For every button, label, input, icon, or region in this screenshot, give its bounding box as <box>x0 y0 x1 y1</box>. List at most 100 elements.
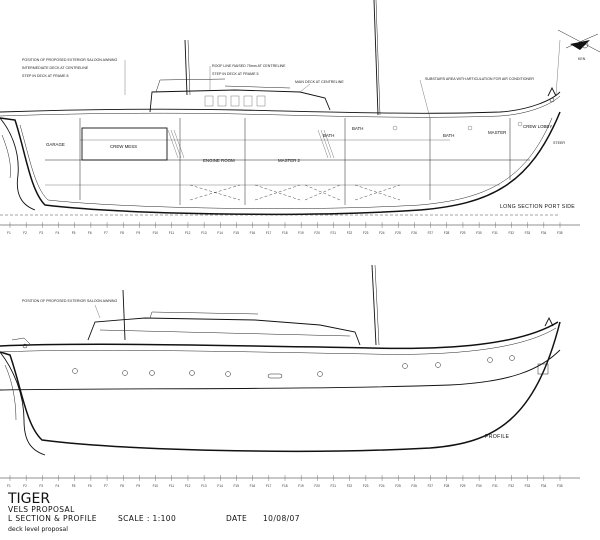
frame-label: F6 <box>88 231 92 235</box>
compass-label: KEN <box>578 57 586 61</box>
profile-note-awning: POSITION OF PROPOSED EXTERIOR SALOON AWN… <box>22 299 118 303</box>
frame-label: F14 <box>217 484 223 488</box>
frame-label: F15 <box>233 484 239 488</box>
section-notes: POSITION OF PROPOSED EXTERIOR SALOON AWN… <box>22 58 534 119</box>
frame-label: F8 <box>120 484 124 488</box>
frame-label: F13 <box>201 484 207 488</box>
main-mast <box>373 0 379 116</box>
date-label: DATE <box>226 514 247 523</box>
frame-label: F28 <box>444 484 450 488</box>
frame-label: F35 <box>557 484 563 488</box>
frame-label: F20 <box>314 484 320 488</box>
frame-label: F17 <box>266 231 272 235</box>
frame-label: F7 <box>104 231 108 235</box>
date-value: 10/08/07 <box>263 514 300 523</box>
frame-label: F17 <box>266 484 272 488</box>
note-awning: POSITION OF PROPOSED EXTERIOR SALOON AWN… <box>22 58 118 62</box>
note-roof-line: ROOF LINE RAISED 75mm AT CENTRELINE <box>212 64 286 68</box>
frame-label: F33 <box>525 484 531 488</box>
vessel-name: TIGER <box>7 491 50 507</box>
room-bath-1: BATH <box>323 133 334 138</box>
frame-label: F31 <box>492 484 498 488</box>
frame-label: F4 <box>56 231 60 235</box>
frame-label: F3 <box>39 231 43 235</box>
frame-label: F11 <box>169 231 174 235</box>
room-engine-room: ENGINE ROOM <box>203 158 235 163</box>
frame-label: F29 <box>460 231 466 235</box>
frame-label: F28 <box>444 231 450 235</box>
frame-label: F15 <box>233 231 239 235</box>
frame-label: F34 <box>541 231 547 235</box>
frame-label: F2 <box>23 484 27 488</box>
frame-label: F25 <box>395 484 401 488</box>
frame-label: F13 <box>201 231 207 235</box>
frame-label: F18 <box>282 484 288 488</box>
note-main-deck: MAIN DECK AT CENTRELINE <box>295 80 344 84</box>
frame-label: F23 <box>363 484 369 488</box>
frame-label: F14 <box>217 231 223 235</box>
frame-label: F29 <box>460 484 466 488</box>
scale-label: SCALE : 1:100 <box>118 514 176 523</box>
profile-view: POSITION OF PROPOSED EXTERIOR SALOON AWN… <box>0 264 580 488</box>
frame-label: F10 <box>153 231 159 235</box>
room-steer: STEER <box>553 141 565 145</box>
frame-label: F5 <box>72 484 76 488</box>
frame-label: F25 <box>395 231 401 235</box>
frame-label: F35 <box>557 231 563 235</box>
note-step-frame-5: STEP IN DECK AT FRAME 5 <box>212 72 259 76</box>
room-crew-lobby: CREW LOBBY <box>523 124 552 129</box>
frame-label: F30 <box>476 484 482 488</box>
profile-portholes <box>72 355 515 377</box>
frame-label: F19 <box>298 484 304 488</box>
frame-label: F20 <box>314 231 320 235</box>
frame-label: F1 <box>7 484 11 488</box>
frame-label: F22 <box>347 231 353 235</box>
note-substairs: SUBSTAIRS AREA WITH ARTICULATION FOR AIR… <box>425 77 534 81</box>
room-crew-mess: CREW MESS <box>110 144 137 149</box>
frame-label: F24 <box>379 231 385 235</box>
frame-label: F18 <box>282 231 288 235</box>
section-view-title: LONG SECTION PORT SIDE <box>500 204 575 210</box>
room-garage: GARAGE <box>46 142 65 147</box>
note-step-frame-8: STEP IN DECK AT FRAME 8 <box>22 74 69 78</box>
title-note: deck level proposal <box>8 526 68 533</box>
frame-label: F26 <box>411 231 417 235</box>
frame-label: F3 <box>39 484 43 488</box>
profile-view-title: PROFILE <box>485 434 510 440</box>
frame-label: F16 <box>250 231 256 235</box>
long-section-view: POSITION OF PROPOSED EXTERIOR SALOON AWN… <box>0 0 580 235</box>
frame-label: F32 <box>508 231 514 235</box>
frame-label: F8 <box>120 231 124 235</box>
frame-label: F32 <box>508 484 514 488</box>
title-block: TIGER VELS PROPOSAL L SECTION & PROFILE … <box>7 491 300 533</box>
frame-label: F10 <box>153 484 159 488</box>
frame-label: F27 <box>428 484 434 488</box>
frame-label: F1 <box>7 231 11 235</box>
profile-main-mast <box>371 264 377 346</box>
note-intermediate-deck: INTERMEDIATE DECK AT CENTRELINE <box>22 66 89 70</box>
room-master-2: MASTER 2 <box>278 158 301 163</box>
profile-mizzen-mast <box>122 289 126 341</box>
frame-label: F5 <box>72 231 76 235</box>
frame-label: F19 <box>298 231 304 235</box>
frame-label: F31 <box>492 231 498 235</box>
frame-label: F23 <box>363 231 369 235</box>
frame-label: F6 <box>88 484 92 488</box>
title-line-2: L SECTION & PROFILE <box>8 514 97 523</box>
frame-label: F21 <box>331 231 337 235</box>
frame-label: F21 <box>331 484 337 488</box>
title-line-1: VELS PROPOSAL <box>8 505 75 514</box>
mizzen-mast <box>184 39 188 96</box>
frame-label: F16 <box>250 484 256 488</box>
frame-label: F33 <box>525 231 531 235</box>
frame-label: F26 <box>411 484 417 488</box>
frame-label: F11 <box>169 484 174 488</box>
frame-label: F30 <box>476 231 482 235</box>
frame-label: F27 <box>428 231 434 235</box>
compass-icon: KEN <box>557 29 600 61</box>
frame-label: F22 <box>347 484 353 488</box>
frame-label: F9 <box>136 231 140 235</box>
